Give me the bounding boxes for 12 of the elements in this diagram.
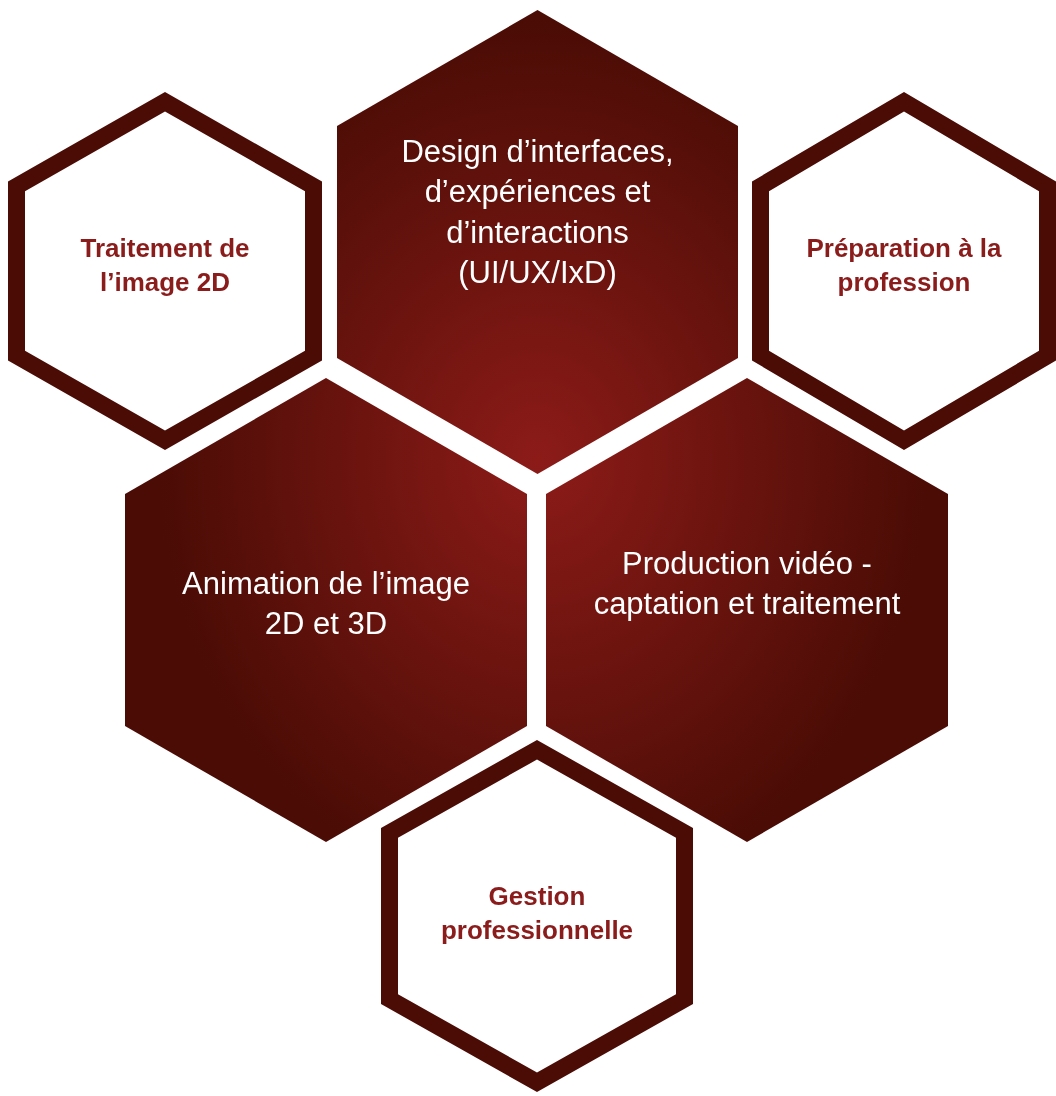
hexagon-label: Design d’interfaces, d’expériences et d’interactions (UI/UX/IxD) <box>400 133 675 292</box>
hexagon-label: Production vidéo - captation et traitement <box>592 545 902 624</box>
filled-hexagon <box>337 10 738 474</box>
outlined-hexagon <box>8 92 322 450</box>
hexagon-label: Traitement de l’image 2D <box>79 232 251 299</box>
outlined-hexagon <box>381 740 693 1092</box>
outlined-hexagon <box>752 92 1056 450</box>
hexagon-label: Préparation à la profession <box>805 232 1003 299</box>
hexagon-label: Gestion professionnelle <box>439 880 635 947</box>
hexagon-label: Animation de l’image 2D et 3D <box>181 565 471 644</box>
filled-hexagon <box>546 378 948 842</box>
filled-hexagon <box>125 378 527 842</box>
